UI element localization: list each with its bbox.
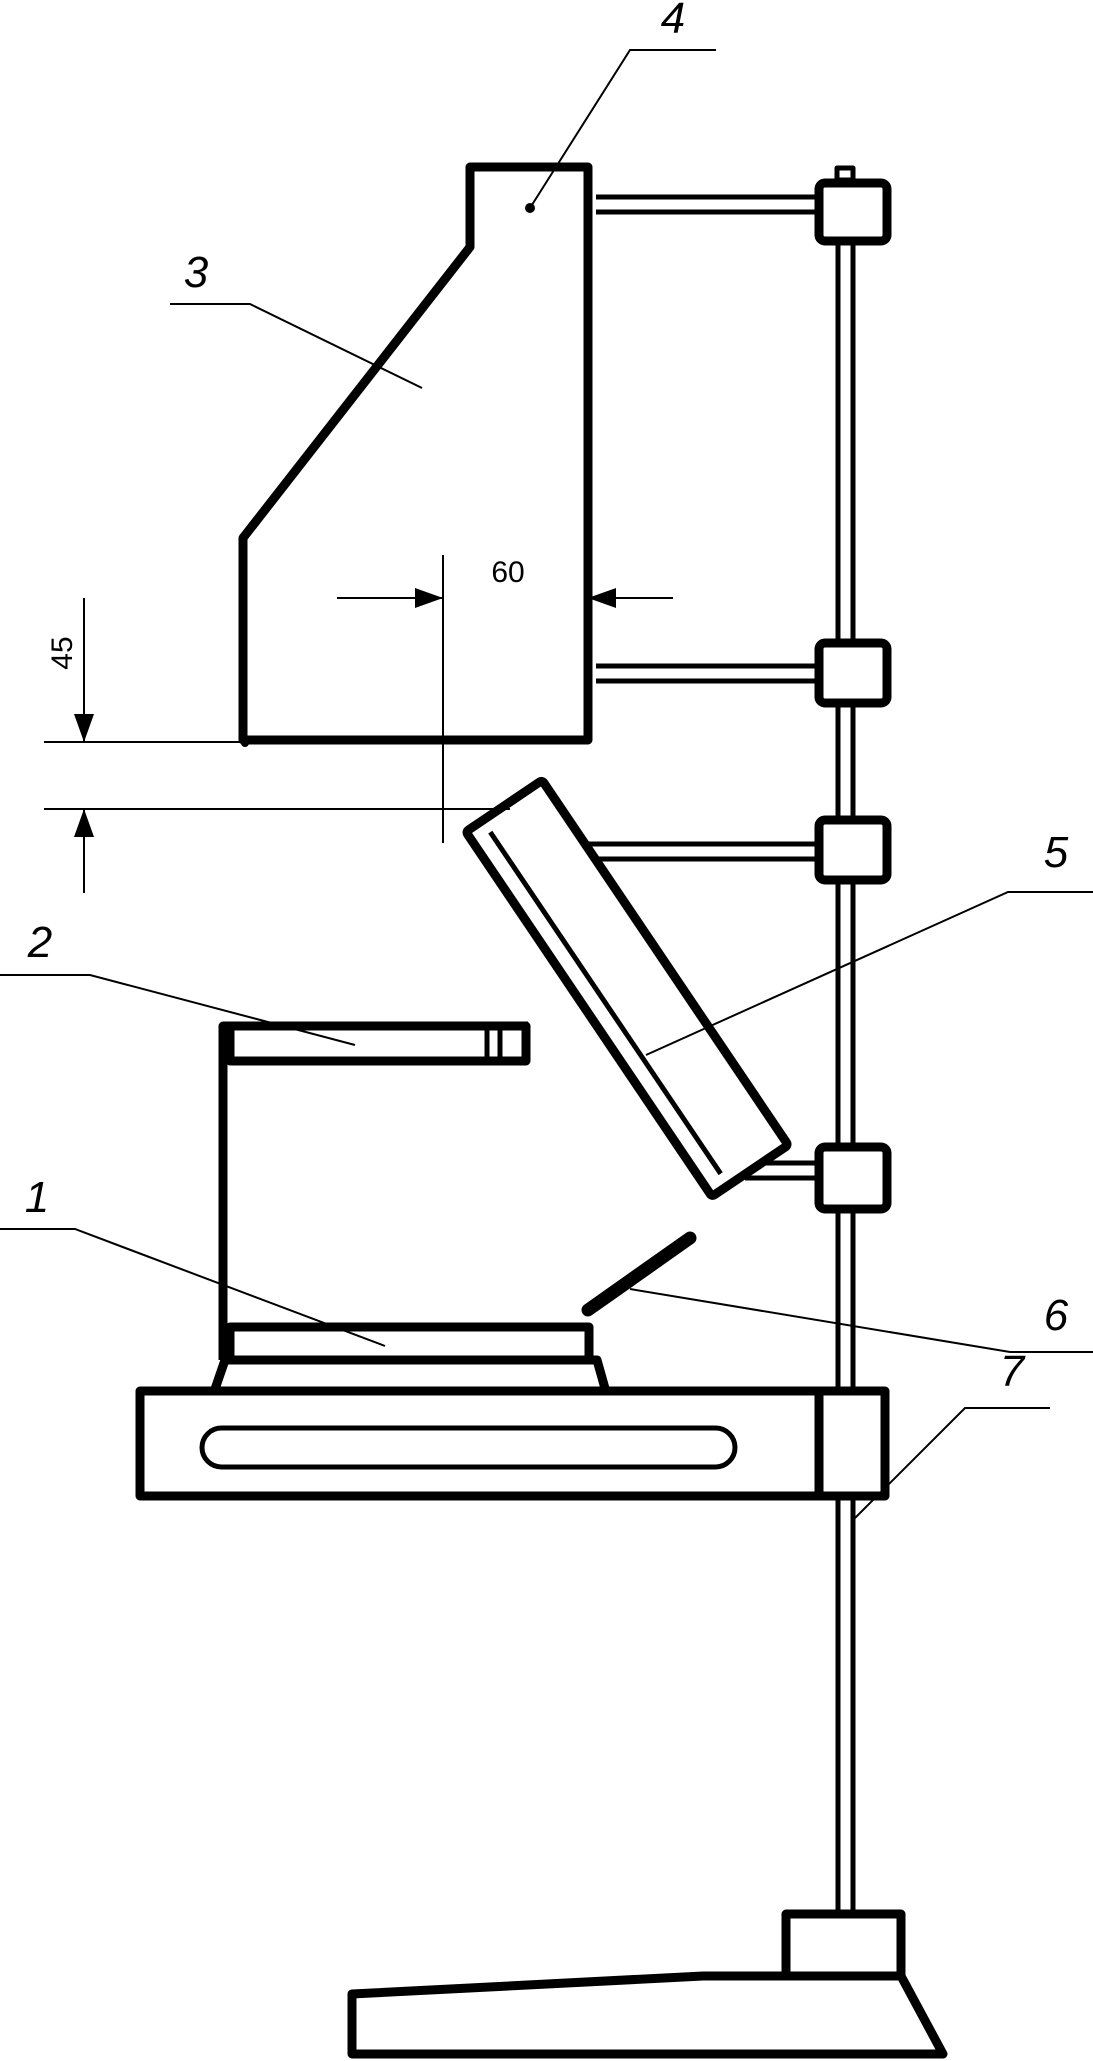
clamp-upper <box>814 638 892 708</box>
plate-top <box>225 1322 594 1365</box>
stand-foot <box>347 1909 948 2059</box>
leader-6 <box>629 1288 1093 1353</box>
hood-body <box>238 162 593 745</box>
table <box>135 1386 824 1501</box>
arm-upper <box>596 663 820 684</box>
specimen-plate <box>209 1322 611 1397</box>
stand-column <box>834 165 856 1915</box>
clamp-table <box>814 1386 890 1501</box>
dim-45-lower-arrow <box>74 809 94 837</box>
guide-rod <box>581 1231 697 1317</box>
leader-lines <box>0 49 1093 1523</box>
callout-labels: 4 3 2 1 5 6 7 <box>25 0 1069 1396</box>
leader-5 <box>645 891 1093 1056</box>
holder-frame <box>218 1021 528 1360</box>
table-slot <box>199 1425 738 1470</box>
leader-3 <box>170 303 423 389</box>
column-clamps <box>814 178 892 1501</box>
hood <box>238 162 593 747</box>
clamp-middle <box>814 815 892 885</box>
dim-60-right-arrow <box>588 588 616 608</box>
clamp-top <box>814 178 892 246</box>
leader-4 <box>529 49 716 209</box>
dim-60-label: 60 <box>491 556 524 589</box>
clamp-lower <box>814 1142 892 1214</box>
callout-1: 1 <box>25 1173 49 1222</box>
column-top-cap <box>834 165 856 183</box>
lamp-assembly <box>462 776 792 1200</box>
callout-5: 5 <box>1044 828 1069 877</box>
arm-top <box>596 194 820 215</box>
dim-45-label: 45 <box>46 636 79 669</box>
lamp-housing <box>462 776 792 1200</box>
leader-7 <box>850 1407 1050 1523</box>
dim-60-left-arrow <box>415 588 443 608</box>
callout-6: 6 <box>1044 1291 1069 1340</box>
leader-2 <box>0 974 356 1046</box>
support-arms <box>545 194 820 1181</box>
leader-1 <box>0 1228 386 1347</box>
foot-collar <box>781 1909 906 1981</box>
holder-clamp-bar <box>225 1021 531 1066</box>
dimension-60: 60 <box>337 555 673 843</box>
sample-holder <box>218 1021 531 1360</box>
foot-base <box>347 1971 948 2059</box>
lamp-inner-edge <box>488 830 723 1176</box>
callout-3: 3 <box>184 248 209 297</box>
callout-4: 4 <box>661 0 685 43</box>
callout-7: 7 <box>1000 1347 1026 1396</box>
dim-45-upper-arrow <box>74 714 94 742</box>
dimension-45: 45 <box>44 598 510 893</box>
callout-2: 2 <box>27 918 52 967</box>
